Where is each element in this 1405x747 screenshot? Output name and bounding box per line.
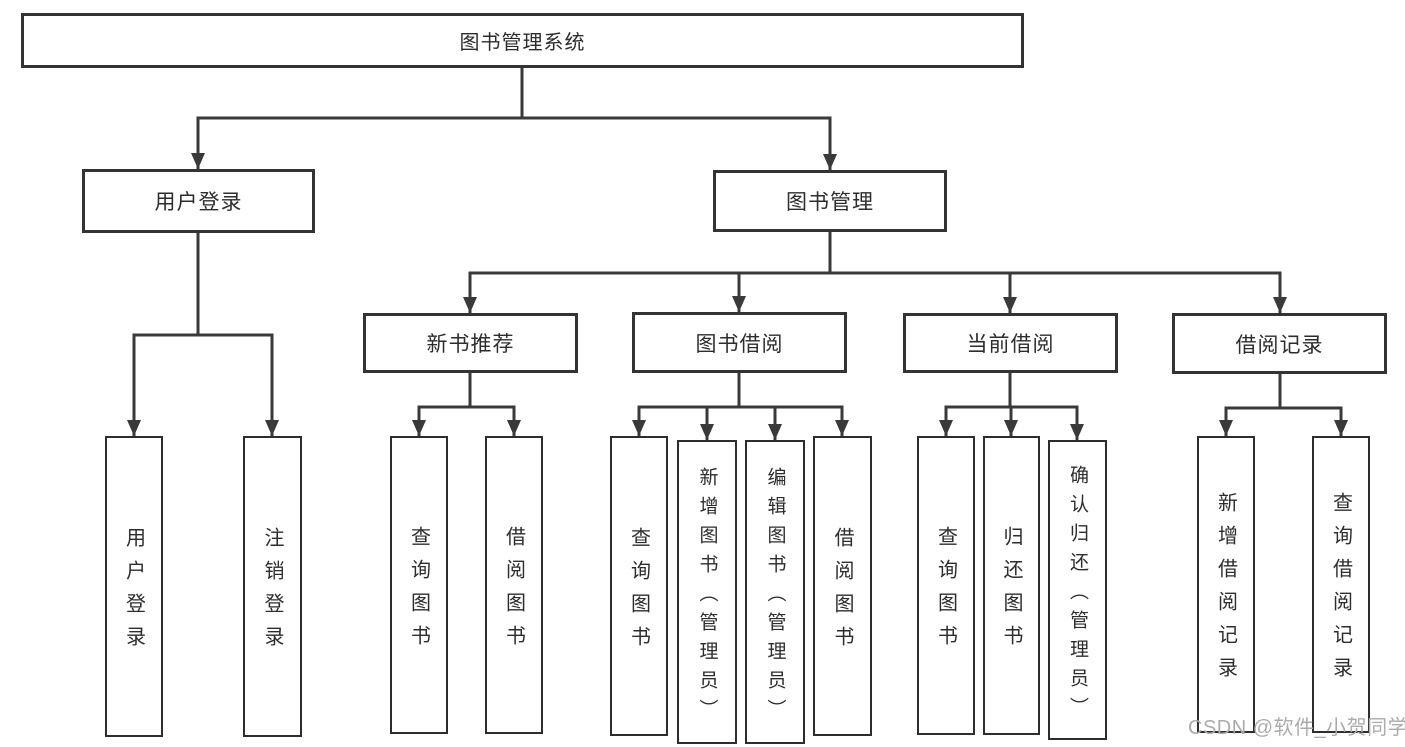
- leaf-borrow-query-books: 查询图书: [610, 436, 668, 736]
- leaf-borrow-add-books-admin: 新增图书（管理员）: [677, 440, 737, 744]
- leaf-newbook-borrow-books-label: 借阅图书: [502, 525, 525, 658]
- leaf-records-add-record: 新增借阅记录: [1197, 436, 1255, 733]
- node-book-management-system: 图书管理系统: [21, 13, 1024, 68]
- node-user-login-group-label: 用户登录: [154, 191, 243, 214]
- node-new-book-recommend-label: 新书推荐: [426, 333, 515, 356]
- leaf-current-confirm-return-admin: 确认归还（管理员）: [1048, 440, 1107, 740]
- node-current-borrowing-label: 当前借阅: [966, 333, 1055, 356]
- connectors: [127, 66, 1348, 442]
- leaf-logout: 注销登录: [243, 436, 302, 737]
- leaf-borrow-query-books-label: 查询图书: [627, 526, 650, 659]
- leaf-logout-label: 注销登录: [261, 527, 283, 659]
- leaf-borrow-edit-books-admin: 编辑图书（管理员）: [745, 440, 805, 744]
- node-root-label: 图书管理系统: [459, 32, 586, 54]
- leaf-borrow-edit-books-admin-label: 编辑图书（管理员）: [764, 466, 786, 728]
- leaf-current-return-books: 归还图书: [983, 436, 1040, 735]
- leaf-records-query-record-label: 查询借阅记录: [1329, 492, 1352, 690]
- leaf-newbook-query-books-label: 查询图书: [407, 525, 430, 658]
- leaf-records-add-record-label: 新增借阅记录: [1214, 492, 1237, 690]
- node-new-book-recommend: 新书推荐: [363, 313, 578, 373]
- leaf-newbook-query-books: 查询图书: [390, 436, 448, 734]
- csdn-watermark: CSDN @软件_小贺同学: [1188, 717, 1405, 739]
- node-user-login-group: 用户登录: [82, 169, 315, 233]
- node-borrowing-records: 借阅记录: [1172, 313, 1387, 374]
- node-book-management-group-label: 图书管理: [786, 191, 874, 214]
- leaf-current-query-books: 查询图书: [917, 436, 975, 735]
- leaf-user-login: 用户登录: [105, 436, 163, 737]
- leaf-borrow-add-books-admin-label: 新增图书（管理员）: [696, 466, 718, 728]
- leaf-user-login-label: 用户登录: [122, 527, 145, 659]
- leaf-current-confirm-return-admin-label: 确认归还（管理员）: [1067, 464, 1088, 726]
- leaf-newbook-borrow-books: 借阅图书: [485, 436, 543, 734]
- node-current-borrowing: 当前借阅: [903, 313, 1118, 373]
- node-book-management-group: 图书管理: [713, 170, 947, 232]
- leaf-records-query-record: 查询借阅记录: [1312, 436, 1370, 733]
- leaf-current-return-books-label: 归还图书: [1000, 526, 1022, 658]
- node-borrowing-records-label: 借阅记录: [1235, 333, 1324, 357]
- leaf-borrow-borrow-books: 借阅图书: [813, 436, 872, 736]
- node-book-borrowing-label: 图书借阅: [695, 332, 784, 356]
- node-book-borrowing: 图书借阅: [632, 312, 847, 373]
- leaf-current-query-books-label: 查询图书: [934, 526, 957, 658]
- leaf-borrow-borrow-books-label: 借阅图书: [831, 526, 853, 659]
